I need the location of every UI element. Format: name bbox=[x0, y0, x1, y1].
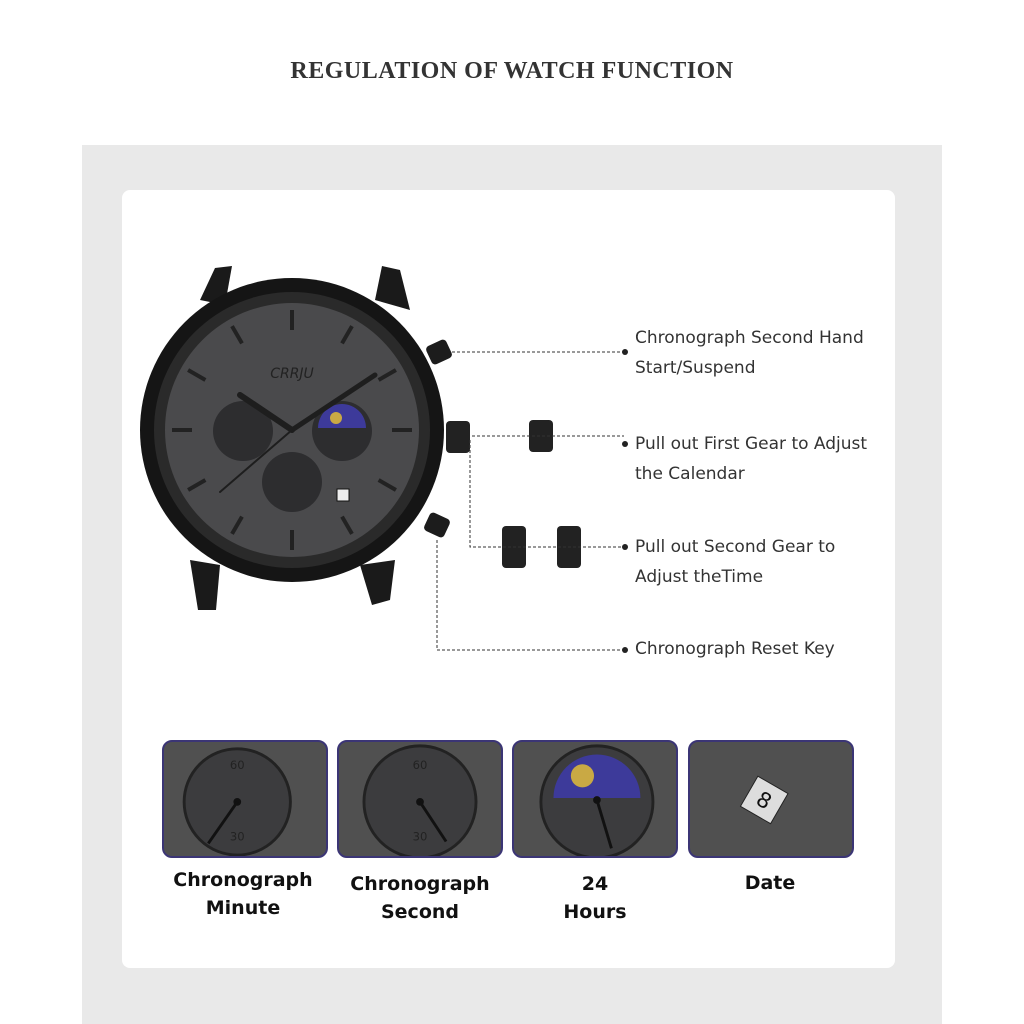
thumb-chronograph-second: 60 30 bbox=[337, 740, 503, 858]
watch-hands bbox=[219, 372, 378, 493]
hour-marker bbox=[187, 368, 207, 382]
thumb-24-hours bbox=[512, 740, 678, 858]
page-title: REGULATION OF WATCH FUNCTION bbox=[290, 58, 734, 84]
date-window bbox=[336, 488, 350, 502]
hour-marker bbox=[377, 478, 397, 492]
svg-text:60: 60 bbox=[413, 758, 428, 772]
hour-marker bbox=[340, 325, 354, 345]
crowns bbox=[424, 339, 581, 568]
svg-text:60: 60 bbox=[230, 758, 245, 772]
thumb-chronograph-minute: 60 30 bbox=[162, 740, 328, 858]
leader-dots bbox=[622, 349, 628, 653]
label-date: Date bbox=[744, 872, 796, 894]
subdial-second bbox=[262, 452, 322, 512]
hour-marker bbox=[340, 515, 354, 535]
hour-marker bbox=[377, 368, 397, 382]
svg-text:30: 30 bbox=[413, 830, 428, 844]
thumb-date: 8 bbox=[688, 740, 854, 858]
brand-logo: CRRJU bbox=[270, 366, 314, 382]
annotation-reset: Chronograph Reset Key bbox=[635, 639, 835, 659]
subdial-minute bbox=[213, 401, 273, 461]
hour-marker bbox=[230, 515, 244, 535]
hour-marker bbox=[187, 478, 207, 492]
hour-marker bbox=[230, 325, 244, 345]
leader-lines bbox=[436, 351, 624, 651]
svg-text:30: 30 bbox=[230, 830, 245, 844]
